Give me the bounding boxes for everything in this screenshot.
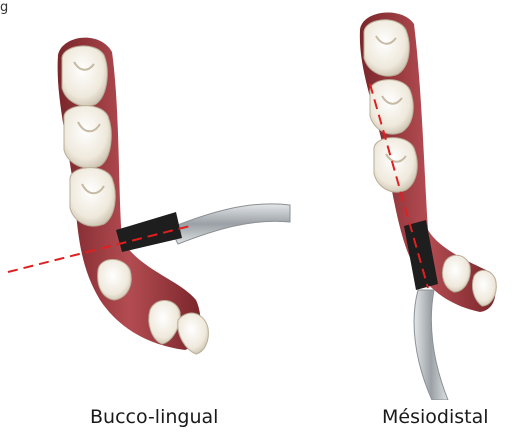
premolar (98, 260, 132, 301)
probe-tip (116, 212, 182, 252)
bucco-lingual-caption: Bucco-lingual (90, 406, 218, 428)
probe-shaft (414, 290, 448, 400)
mesiodistal-illustration (340, 0, 517, 400)
probe-shaft (170, 204, 290, 244)
lower-molar (374, 138, 417, 192)
mesiodistal-caption: Mésiodistal (382, 406, 489, 428)
upper-molar (62, 46, 107, 106)
bucco-lingual-illustration (0, 0, 300, 400)
upper-molar (364, 20, 409, 76)
bucco-lingual-panel (0, 0, 300, 400)
mesiodistal-panel (340, 0, 517, 400)
lower-molar (70, 168, 115, 226)
middle-molar (64, 106, 111, 168)
